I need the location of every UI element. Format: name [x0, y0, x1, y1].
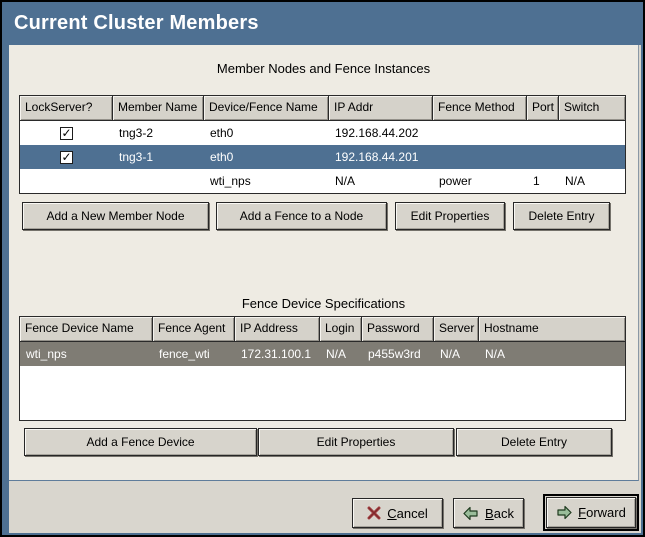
column-header-switch[interactable]: Switch — [559, 96, 625, 120]
back-label: Back — [485, 505, 514, 521]
switch-cell: N/A — [565, 174, 586, 188]
port-cell — [527, 145, 559, 169]
member-table-row[interactable]: ✓ tng3-2 eth0 192.168.44.202 — [20, 121, 625, 145]
add-fence-device-button[interactable]: Add a Fence Device — [24, 428, 257, 456]
column-header-fence-agent[interactable]: Fence Agent — [153, 317, 235, 341]
arrow-left-icon — [463, 506, 478, 520]
member-table-row-selected[interactable]: ✓ tng3-1 eth0 192.168.44.201 — [20, 145, 625, 169]
forward-label: Forward — [578, 505, 626, 520]
column-header-device-fence-name[interactable]: Device/Fence Name — [204, 96, 329, 120]
member-table-row[interactable]: wti_nps N/A power 1 N/A — [20, 169, 625, 193]
lockserver-checkbox[interactable]: ✓ — [60, 125, 73, 140]
fence-table-row-selected[interactable]: wti_nps fence_wti 172.31.100.1 N/A p455w… — [20, 342, 625, 366]
column-header-ip-address[interactable]: IP Address — [235, 317, 320, 341]
ip-addr-cell: 192.168.44.202 — [335, 126, 419, 140]
ip-address-cell: 172.31.100.1 — [241, 347, 312, 361]
login-cell: N/A — [326, 347, 347, 361]
fence-device-name-cell: wti_nps — [26, 347, 67, 361]
column-header-fence-device-name[interactable]: Fence Device Name — [20, 317, 153, 341]
edit-member-properties-button[interactable]: Edit Properties — [395, 202, 505, 230]
window-right-accent — [641, 45, 643, 535]
lockserver-cell — [20, 169, 113, 193]
members-section-label: Member Nodes and Fence Instances — [216, 61, 431, 76]
column-header-ip-addr[interactable]: IP Addr — [329, 96, 433, 120]
device-fence-name-cell: eth0 — [210, 150, 234, 164]
column-header-member-name[interactable]: Member Name — [113, 96, 204, 120]
delete-fence-entry-button[interactable]: Delete Entry — [456, 428, 612, 456]
forward-button[interactable]: Forward — [546, 497, 636, 528]
ip-addr-cell: N/A — [335, 174, 356, 188]
column-header-server[interactable]: Server — [434, 317, 479, 341]
add-fence-to-node-button[interactable]: Add a Fence to a Node — [216, 202, 387, 230]
column-header-login[interactable]: Login — [320, 317, 362, 341]
device-fence-name-cell: wti_nps — [210, 174, 251, 188]
title-bar: Current Cluster Members — [2, 2, 643, 45]
back-button[interactable]: Back — [453, 498, 524, 528]
column-header-hostname[interactable]: Hostname — [479, 317, 625, 341]
fence-agent-cell: fence_wti — [159, 347, 210, 361]
fence-table-empty-area — [20, 366, 625, 420]
column-header-lockserver[interactable]: LockServer? — [20, 96, 113, 120]
member-name-cell: tng3-1 — [119, 150, 154, 164]
delete-member-entry-button[interactable]: Delete Entry — [513, 202, 610, 230]
cancel-button[interactable]: Cancel — [352, 498, 443, 528]
checkbox-check-icon: ✓ — [61, 149, 72, 164]
port-cell — [527, 121, 559, 145]
fence-table: Fence Device Name Fence Agent IP Address… — [19, 316, 626, 421]
column-header-port[interactable]: Port — [527, 96, 559, 120]
add-member-node-button[interactable]: Add a New Member Node — [22, 202, 209, 230]
server-cell: N/A — [440, 347, 461, 361]
member-name-cell: tng3-2 — [119, 126, 154, 140]
member-name-cell — [113, 169, 204, 193]
content-panel: Member Nodes and Fence Instances LockSer… — [9, 45, 639, 481]
ip-addr-cell: 192.168.44.201 — [335, 150, 419, 164]
wizard-footer: Cancel Back Forward — [9, 482, 641, 533]
device-fence-name-cell: eth0 — [210, 126, 234, 140]
forward-button-default-ring: Forward — [543, 494, 639, 531]
fence-method-cell — [433, 145, 527, 169]
cancel-label: Cancel — [387, 505, 428, 521]
main-area: Member Nodes and Fence Instances LockSer… — [9, 45, 641, 533]
switch-cell — [559, 121, 625, 145]
lockserver-checkbox[interactable]: ✓ — [60, 149, 73, 164]
column-header-fence-method[interactable]: Fence Method — [433, 96, 527, 120]
fence-method-cell: power — [439, 174, 472, 188]
arrow-right-icon — [557, 505, 572, 520]
column-header-password[interactable]: Password — [362, 317, 434, 341]
window-bottom-accent — [2, 533, 643, 535]
edit-fence-properties-button[interactable]: Edit Properties — [258, 428, 454, 456]
member-table: LockServer? Member Name Device/Fence Nam… — [19, 95, 626, 194]
fence-method-cell — [433, 121, 527, 145]
password-cell: p455w3rd — [368, 347, 421, 361]
fence-table-header: Fence Device Name Fence Agent IP Address… — [20, 317, 625, 342]
fence-section-label: Fence Device Specifications — [241, 296, 406, 311]
member-table-header: LockServer? Member Name Device/Fence Nam… — [20, 96, 625, 121]
port-cell: 1 — [533, 174, 540, 188]
cancel-x-icon — [367, 506, 381, 520]
lockserver-cell: ✓ — [20, 121, 113, 145]
switch-cell — [559, 145, 625, 169]
hostname-cell: N/A — [485, 347, 506, 361]
checkbox-check-icon: ✓ — [61, 125, 72, 140]
window-left-accent — [2, 45, 9, 535]
page-title: Current Cluster Members — [14, 12, 259, 34]
lockserver-cell: ✓ — [20, 145, 113, 169]
